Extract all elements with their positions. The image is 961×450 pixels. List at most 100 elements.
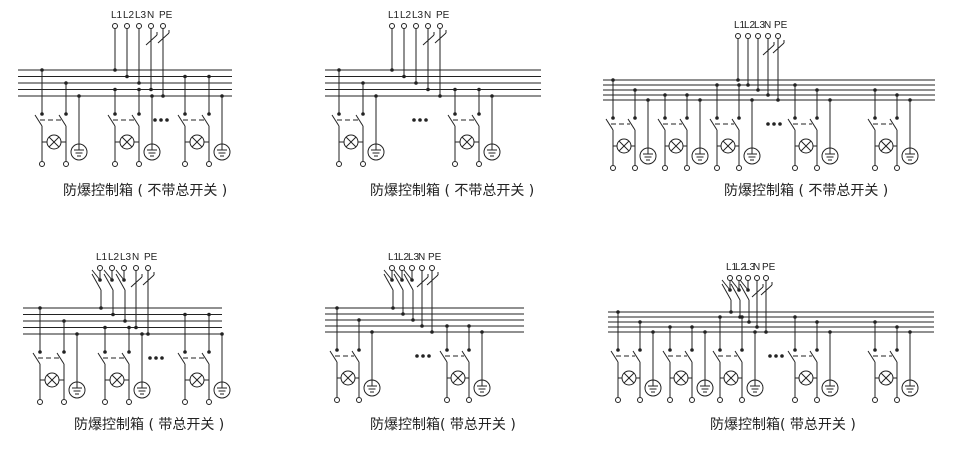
terminal-icon	[112, 23, 118, 29]
junction-dot	[736, 78, 740, 82]
switch-blade-icon	[889, 118, 898, 131]
switch-contact-icon	[616, 348, 620, 352]
switch-contact-icon	[611, 116, 615, 120]
diagram-caption: 防爆控制箱 ( 带总开关 )	[74, 417, 225, 433]
terminal-label: L2	[735, 262, 747, 273]
terminal-icon	[148, 23, 154, 29]
switch-blade-icon	[734, 350, 743, 363]
junction-dot	[146, 332, 150, 336]
ellipsis-dot	[772, 122, 776, 126]
lamp-icon	[880, 140, 892, 152]
junction-dot	[750, 98, 754, 102]
lamp-icon	[623, 372, 635, 384]
switch-blade-icon	[787, 350, 796, 363]
junction-dot	[62, 319, 66, 323]
junction-dot	[755, 325, 759, 329]
junction-dot	[668, 325, 672, 329]
junction-dot	[140, 332, 144, 336]
switch-blade-icon	[889, 350, 898, 363]
terminal-label: N	[147, 10, 154, 21]
switch-blade-icon	[201, 114, 210, 127]
terminal-icon	[112, 161, 118, 167]
switch-contact-icon	[337, 112, 341, 116]
ellipsis-dot	[768, 354, 772, 358]
ellipsis-dot	[154, 356, 158, 360]
terminal-icon	[452, 161, 458, 167]
switch-contact-icon	[638, 348, 642, 352]
junction-dot	[747, 320, 751, 324]
junction-dot	[113, 68, 117, 72]
junction-dot	[357, 318, 361, 322]
terminal-label: L3	[408, 252, 420, 263]
lamp-icon	[670, 140, 682, 152]
junction-dot	[908, 98, 912, 102]
junction-dot	[467, 324, 471, 328]
junction-dot	[75, 332, 79, 336]
switch-blade-icon	[177, 352, 186, 365]
diagram-caption: 防爆控制箱 ( 不带总开关 )	[63, 183, 228, 199]
junction-dot	[753, 330, 757, 334]
terminal-label: PE	[762, 262, 776, 273]
terminal-icon	[684, 165, 690, 171]
junction-dot	[873, 88, 877, 92]
terminal-icon	[610, 165, 616, 171]
terminal-label: L2	[398, 252, 410, 263]
breaker-icon	[145, 34, 158, 46]
terminal-label: PE	[144, 252, 158, 263]
terminal-icon	[717, 397, 723, 403]
junction-dot	[908, 330, 912, 334]
junction-dot	[220, 94, 224, 98]
ellipsis-dot	[148, 356, 152, 360]
ellipsis-dot	[427, 354, 431, 358]
junction-dot	[438, 94, 442, 98]
switch-contact-icon	[633, 116, 637, 120]
junction-dot	[737, 83, 741, 87]
terminal-icon	[466, 397, 472, 403]
lamp-icon	[342, 372, 354, 384]
terminal-label: L2	[108, 252, 120, 263]
terminal-icon	[336, 161, 342, 167]
terminal-icon	[389, 23, 395, 29]
switch-blade-icon	[32, 352, 41, 365]
switch-contact-icon	[690, 348, 694, 352]
switch-blade-icon	[177, 114, 186, 127]
terminal-label: PE	[436, 10, 450, 21]
junction-dot	[746, 83, 750, 87]
breaker-icon	[751, 286, 764, 298]
switch-contact-icon	[815, 116, 819, 120]
switch-contact-icon	[718, 348, 722, 352]
terminal-icon	[401, 23, 407, 29]
switch-contact-icon	[668, 348, 672, 352]
junction-dot	[793, 315, 797, 319]
terminal-icon	[37, 399, 43, 405]
switch-blade-icon	[383, 269, 393, 281]
terminal-icon	[689, 397, 695, 403]
switch-contact-icon	[183, 350, 187, 354]
terminal-icon	[754, 275, 760, 281]
switch-blade-icon	[403, 273, 414, 291]
junction-dot	[220, 332, 224, 336]
diagram-caption: 防爆控制箱( 带总开关 )	[370, 417, 516, 433]
terminal-icon	[792, 165, 798, 171]
terminal-icon	[97, 265, 103, 271]
junction-dot	[445, 324, 449, 328]
junction-dot	[477, 87, 481, 92]
terminal-icon	[419, 265, 425, 271]
terminal-label: L1	[734, 20, 746, 31]
switch-blade-icon	[662, 350, 671, 363]
junction-dot	[776, 98, 780, 102]
breaker-icon	[416, 276, 429, 288]
lamp-icon	[800, 372, 812, 384]
switch-blade-icon	[103, 269, 113, 281]
terminal-icon	[356, 397, 362, 403]
junction-dot	[125, 74, 129, 79]
switch-contact-icon	[62, 350, 66, 354]
terminal-icon	[444, 397, 450, 403]
terminal-icon	[425, 23, 431, 29]
junction-dot	[149, 87, 153, 92]
diagram-caption: 防爆控制箱 ( 不带总开关 )	[370, 183, 535, 199]
switch-contact-icon	[477, 112, 481, 116]
terminal-icon	[727, 275, 733, 281]
lamp-icon	[191, 374, 203, 386]
junction-dot	[426, 87, 430, 92]
